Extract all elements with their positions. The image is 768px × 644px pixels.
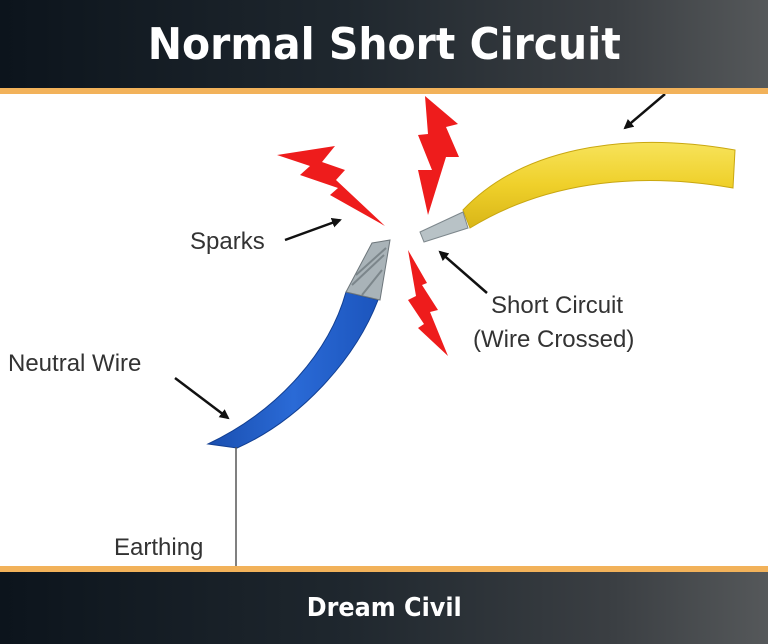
live-wire: [419, 142, 736, 243]
spark-icon: [277, 146, 385, 226]
footer-banner: Dream Civil: [0, 572, 768, 644]
diagram-illustration: [174, 93, 736, 566]
live-conductor: [419, 211, 469, 243]
brand-name: Dream Civil: [306, 593, 462, 623]
short-circuit-diagram: Sparks Short Circuit (Wire Crossed) Neut…: [0, 93, 768, 566]
accent-divider-top: [0, 88, 768, 94]
wire-crossed-label: (Wire Crossed): [473, 326, 635, 353]
neutral-wire-label: Neutral Wire: [8, 350, 142, 377]
short-circuit-label: Short Circuit: [491, 292, 624, 319]
earthing-label: Earthing: [114, 534, 204, 561]
live-wire-arrow-icon: [623, 93, 666, 130]
sparks-arrow-icon: [284, 218, 342, 242]
neutral-wire-arrow-icon: [174, 377, 230, 420]
accent-divider-bottom: [0, 566, 768, 572]
spark-icon: [418, 96, 459, 215]
page-title: Normal Short Circuit: [147, 18, 621, 70]
neutral-wire: [206, 239, 391, 449]
spark-icon: [408, 250, 448, 356]
sparks-label: Sparks: [190, 228, 265, 255]
title-banner: Normal Short Circuit: [0, 0, 768, 88]
short-circuit-arrow-icon: [438, 250, 488, 294]
